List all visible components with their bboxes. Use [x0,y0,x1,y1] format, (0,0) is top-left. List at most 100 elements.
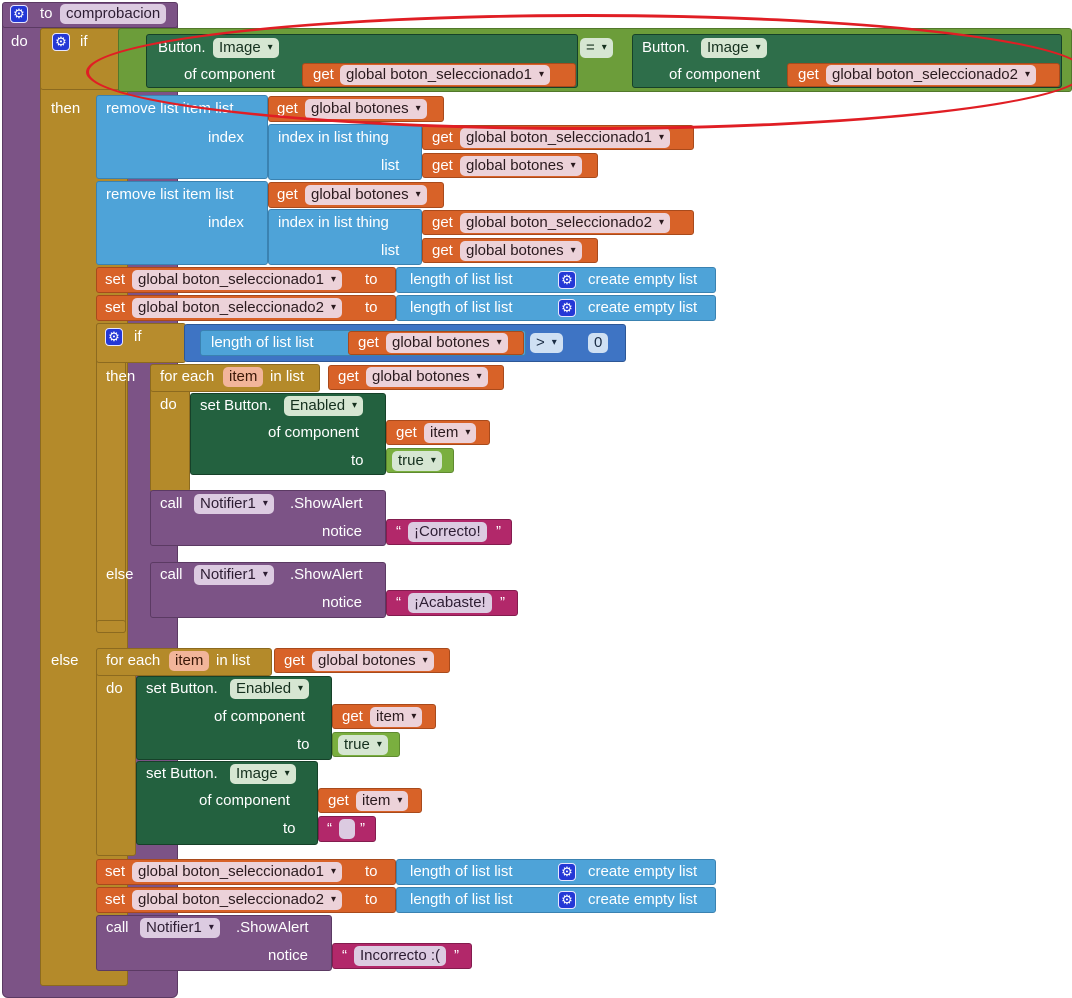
set2-var-dropdown[interactable]: global boton_seleccionado2 [132,298,342,318]
gear-icon[interactable]: ⚙ [558,299,576,317]
foreach1-set-button-label: set Button. [200,397,272,414]
gear-icon[interactable]: ⚙ [558,271,576,289]
foreach2-in-list-label: in list [216,652,251,669]
foreach1-var-dropdown[interactable]: global botones [366,367,488,387]
foreach1-item-get-label: get [396,424,417,441]
inner-op-dropdown[interactable]: > [530,333,563,353]
gear-icon[interactable]: ⚙ [10,5,28,23]
remove1-list2-dropdown[interactable]: global botones [460,156,582,176]
inner-var-dropdown[interactable]: global botones [386,333,508,353]
foreach-block-2[interactable] [96,648,136,856]
foreach2-of-component-label: of component [214,708,305,725]
inner-if-block[interactable] [96,323,126,633]
alert3-method-label: .ShowAlert [236,919,309,936]
remove1-index-label: index [208,129,244,146]
foreach2-q-close: ” [360,820,365,837]
set3-var-dropdown[interactable]: global boton_seleccionado1 [132,862,342,882]
alert2-notifier-dropdown[interactable]: Notifier1 [194,565,274,585]
set1-length-of-list[interactable] [396,267,716,293]
foreach2-true-dropdown[interactable]: true [338,735,388,755]
gear-icon[interactable]: ⚙ [558,891,576,909]
remove-list-item-block-2[interactable] [96,181,268,265]
foreach1-true-dropdown[interactable]: true [392,451,442,471]
foreach2-item-field[interactable]: item [169,651,210,671]
set1-to-label: to [365,271,378,288]
foreach2-prop-dropdown[interactable]: Enabled [230,679,310,699]
alert1-notifier-dropdown[interactable]: Notifier1 [194,494,274,514]
foreach2-prop2-dropdown[interactable]: Image [230,764,296,784]
alert1-method-label: .ShowAlert [290,495,363,512]
set4-length-of-list[interactable] [396,887,716,913]
foreach1-item-field[interactable]: item [223,367,264,387]
remove2-thing-dropdown[interactable]: global boton_seleccionado2 [460,213,670,233]
foreach2-item-var-dropdown[interactable]: item [370,707,423,727]
remove2-index-in-list[interactable] [268,209,422,265]
foreach2-item-var2-dropdown[interactable]: item [356,791,409,811]
alert3-q-close: ” [454,947,459,964]
foreach1-do-label: do [160,396,177,413]
gear-icon[interactable]: ⚙ [105,328,123,346]
procedure-name-field[interactable]: comprobacion [60,4,167,24]
alert2-text-field[interactable]: ¡Acabaste! [408,593,492,613]
set2-create-label: create empty list [588,299,698,316]
inner-then-label: then [106,368,136,385]
remove1-index-in-list[interactable] [268,124,422,180]
alert1-text-field[interactable]: ¡Correcto! [408,522,487,542]
remove2-index-in-list-label: index in list thing [278,214,389,231]
foreach2-empty-text-field[interactable] [339,819,355,839]
set3-length-label: length of list list [410,863,513,880]
set3-create-label: create empty list [588,863,698,880]
set1-var-dropdown[interactable]: global boton_seleccionado1 [132,270,342,290]
foreach2-set-button-label: set Button. [146,680,218,697]
alert2-q-open: “ [396,594,401,611]
remove1-list2-get-label: get [432,157,453,174]
foreach2-item-get-label: get [342,708,363,725]
alert1-q-open: “ [396,523,401,540]
remove2-label: remove list item list [106,186,234,203]
remove1-list2-label: list [381,157,400,174]
inner-if-label: if [134,328,142,345]
remove1-thing-dropdown[interactable]: global boton_seleccionado1 [460,128,670,148]
set2-set-label: set [105,299,126,316]
foreach2-q-open: “ [327,820,332,837]
set2-to-label: to [365,299,378,316]
set2-length-of-list[interactable] [396,295,716,321]
alert1-q-close: ” [496,523,501,540]
foreach1-item-var-dropdown[interactable]: item [424,423,477,443]
outer-if-label: if [80,33,88,50]
remove2-list2-dropdown[interactable]: global botones [460,241,582,261]
set4-var-dropdown[interactable]: global boton_seleccionado2 [132,890,342,910]
alert3-text-field[interactable]: Incorrecto :( [354,946,447,966]
remove2-list-dropdown[interactable]: global botones [305,185,427,205]
inner-else-label: else [106,566,134,583]
foreach1-get-label: get [338,368,359,385]
set1-create-label: create empty list [588,271,698,288]
gear-icon[interactable]: ⚙ [558,863,576,881]
inner-number-field[interactable]: 0 [588,333,609,353]
remove2-list2-get-label: get [432,242,453,259]
gear-icon[interactable]: ⚙ [52,33,70,51]
foreach2-do-label: do [106,680,123,697]
foreach2-get-label: get [284,652,305,669]
set2-length-label: length of list list [410,299,513,316]
foreach2-item-get2-label: get [328,792,349,809]
inner-length-label: length of list list [211,334,314,351]
foreach1-of-component-label: of component [268,424,359,441]
remove2-list2-label: list [381,242,400,259]
set4-create-label: create empty list [588,891,698,908]
alert1-call-label: call [160,495,183,512]
set4-set-label: set [105,891,126,908]
alert3-call-label: call [106,919,129,936]
alert2-call-label: call [160,566,183,583]
alert3-notice-label: notice [268,947,309,964]
set3-length-of-list[interactable] [396,859,716,885]
foreach1-prop-dropdown[interactable]: Enabled [284,396,364,416]
remove2-index-label: index [208,214,244,231]
procedure-do-label: do [11,33,28,50]
foreach1-in-list-label: in list [270,368,305,385]
foreach2-of-component2-label: of component [199,792,290,809]
foreach2-set-button2-label: set Button. [146,765,218,782]
foreach2-var-dropdown[interactable]: global botones [312,651,434,671]
alert3-notifier-dropdown[interactable]: Notifier1 [140,918,220,938]
procedure-to-label: to [40,5,53,22]
